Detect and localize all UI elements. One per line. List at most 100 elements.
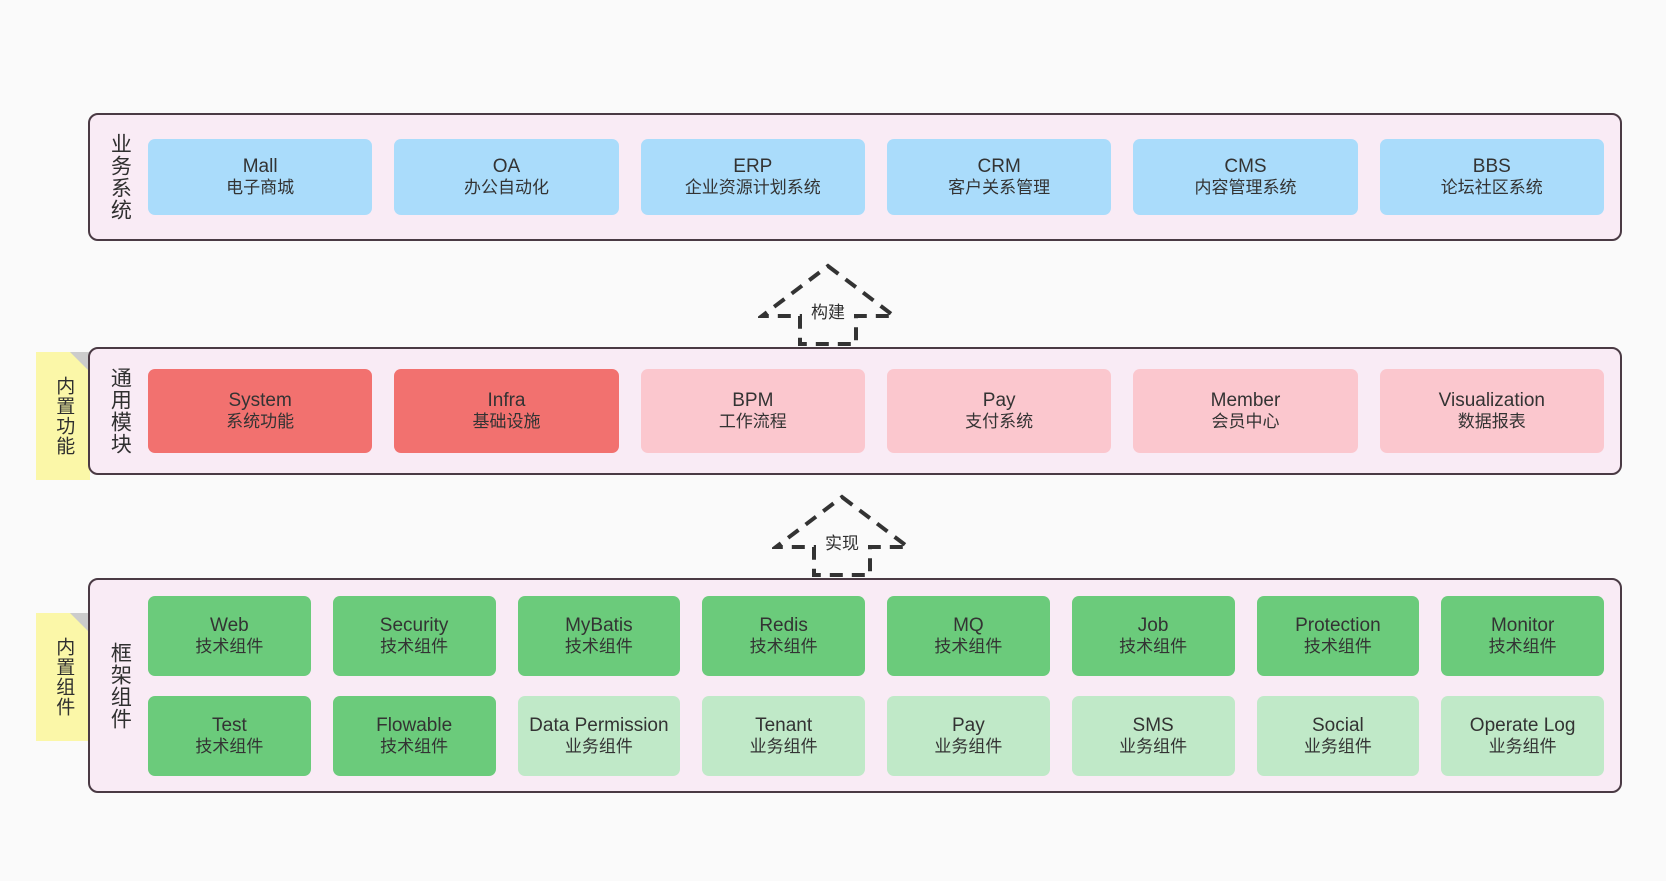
card-title: Infra [487,390,526,412]
layer-business-systems: 业务系统 Mall 电子商城 OA 办公自动化 ERP 企业资源计划系统 CRM… [88,113,1622,241]
card-subtitle: 技术组件 [380,636,449,656]
card-protection[interactable]: Protection 技术组件 [1256,595,1420,676]
card-title: MQ [953,614,984,636]
card-operate-log[interactable]: Operate Log 业务组件 [1441,695,1604,776]
card-mybatis[interactable]: MyBatis 技术组件 [517,595,681,676]
card-member[interactable]: Member 会员中心 [1133,369,1358,453]
card-subtitle: 支付系统 [965,412,1034,432]
card-row: System 系统功能 Infra 基础设施 BPM 工作流程 Pay 支付系统… [148,369,1604,453]
note-label: 内置功能 [53,376,75,456]
card-subtitle: 技术组件 [1119,636,1188,656]
card-redis[interactable]: Redis 技术组件 [702,595,865,676]
card-title: Operate Log [1469,714,1576,736]
card-subtitle: 业务组件 [1119,736,1188,756]
card-mall[interactable]: Mall 电子商城 [148,139,373,215]
layer-common-modules: 通用模块 System 系统功能 Infra 基础设施 BPM 工作流程 Pay… [88,347,1622,475]
note-label: 内置组件 [53,637,75,717]
card-pay-component[interactable]: Pay 业务组件 [887,695,1050,776]
card-mq[interactable]: MQ 技术组件 [887,595,1050,676]
card-flowable[interactable]: Flowable 技术组件 [332,695,496,776]
layer-body-common-modules: System 系统功能 Infra 基础设施 BPM 工作流程 Pay 支付系统… [148,349,1620,473]
card-title: Protection [1295,614,1381,636]
card-subtitle: 业务组件 [1303,736,1372,756]
card-title: OA [492,156,521,178]
card-subtitle: 系统功能 [226,412,295,432]
card-title: Pay [952,714,985,736]
card-title: System [228,390,292,412]
layer-title-framework-components: 框架组件 [108,641,132,730]
note-builtin-components: 内置组件 [36,613,90,741]
card-title: BPM [732,390,774,412]
card-title: CRM [977,156,1021,178]
card-sms[interactable]: SMS 业务组件 [1071,695,1235,776]
card-subtitle: 论坛社区系统 [1440,178,1543,198]
layer-title-business-systems: 业务系统 [108,133,132,221]
card-subtitle: 技术组件 [934,636,1003,656]
card-cms[interactable]: CMS 内容管理系统 [1133,139,1358,215]
card-title: Job [1137,614,1169,636]
card-system[interactable]: System 系统功能 [148,369,373,453]
card-title: BBS [1472,156,1511,178]
card-infra[interactable]: Infra 基础设施 [394,369,619,453]
card-bbs[interactable]: BBS 论坛社区系统 [1379,139,1604,215]
card-subtitle: 业务组件 [1488,736,1557,756]
card-subtitle: 技术组件 [1488,636,1557,656]
card-title: Redis [759,614,808,636]
card-title: Pay [982,390,1016,412]
card-title: Mall [242,156,278,178]
card-subtitle: 技术组件 [749,636,818,656]
card-title: Test [211,714,247,736]
card-pay[interactable]: Pay 支付系统 [886,369,1112,453]
card-subtitle: 技术组件 [380,736,449,756]
card-job[interactable]: Job 技术组件 [1071,595,1235,676]
card-title: Security [379,614,449,636]
card-subtitle: 办公自动化 [463,178,549,198]
card-subtitle: 业务组件 [564,736,633,756]
card-title: Member [1210,390,1281,412]
card-subtitle: 客户关系管理 [948,178,1051,198]
card-subtitle: 内容管理系统 [1194,178,1297,198]
card-test[interactable]: Test 技术组件 [148,695,311,776]
card-subtitle: 技术组件 [564,636,633,656]
layer-body-business-systems: Mall 电子商城 OA 办公自动化 ERP 企业资源计划系统 CRM 客户关系… [148,115,1620,239]
card-bpm[interactable]: BPM 工作流程 [640,369,865,453]
card-title: CMS [1224,156,1267,178]
card-security[interactable]: Security 技术组件 [332,595,496,676]
layer-title-common-modules: 通用模块 [108,367,132,455]
card-social[interactable]: Social 业务组件 [1256,695,1420,776]
card-crm[interactable]: CRM 客户关系管理 [886,139,1112,215]
card-oa[interactable]: OA 办公自动化 [394,139,619,215]
connector-build: 构建 [758,262,898,347]
card-title: Visualization [1438,390,1545,412]
connector-label: 实现 [825,534,859,553]
hollow-up-arrow-icon [758,263,898,346]
connector-implement: 实现 [772,493,912,578]
card-title: SMS [1132,714,1174,736]
card-web[interactable]: Web 技术组件 [148,595,311,676]
card-title: ERP [733,156,773,178]
card-visualization[interactable]: Visualization 数据报表 [1379,369,1604,453]
card-title: Tenant [755,714,813,736]
card-row: Mall 电子商城 OA 办公自动化 ERP 企业资源计划系统 CRM 客户关系… [148,139,1604,215]
note-fold-corner-icon [70,352,90,372]
card-subtitle: 会员中心 [1211,412,1280,432]
card-title: MyBatis [565,614,633,636]
card-title: Web [210,614,249,636]
card-subtitle: 技术组件 [1303,636,1372,656]
card-tenant[interactable]: Tenant 业务组件 [702,695,865,776]
card-row: Web 技术组件 Security 技术组件 MyBatis 技术组件 Redi… [148,595,1604,676]
card-subtitle: 业务组件 [749,736,818,756]
card-subtitle: 数据报表 [1457,412,1526,432]
card-subtitle: 业务组件 [934,736,1003,756]
card-data-permission[interactable]: Data Permission 业务组件 [517,695,681,776]
card-monitor[interactable]: Monitor 技术组件 [1441,595,1604,676]
card-erp[interactable]: ERP 企业资源计划系统 [640,139,865,215]
card-title: Social [1312,714,1364,736]
layer-framework-components: 框架组件 Web 技术组件 Security 技术组件 MyBatis 技术组件… [88,578,1622,793]
card-subtitle: 工作流程 [718,412,787,432]
layer-body-framework-components: Web 技术组件 Security 技术组件 MyBatis 技术组件 Redi… [148,580,1620,791]
connector-label: 构建 [811,303,845,322]
card-title: Data Permission [529,714,669,736]
card-subtitle: 企业资源计划系统 [684,178,821,198]
card-title: Monitor [1490,614,1555,636]
